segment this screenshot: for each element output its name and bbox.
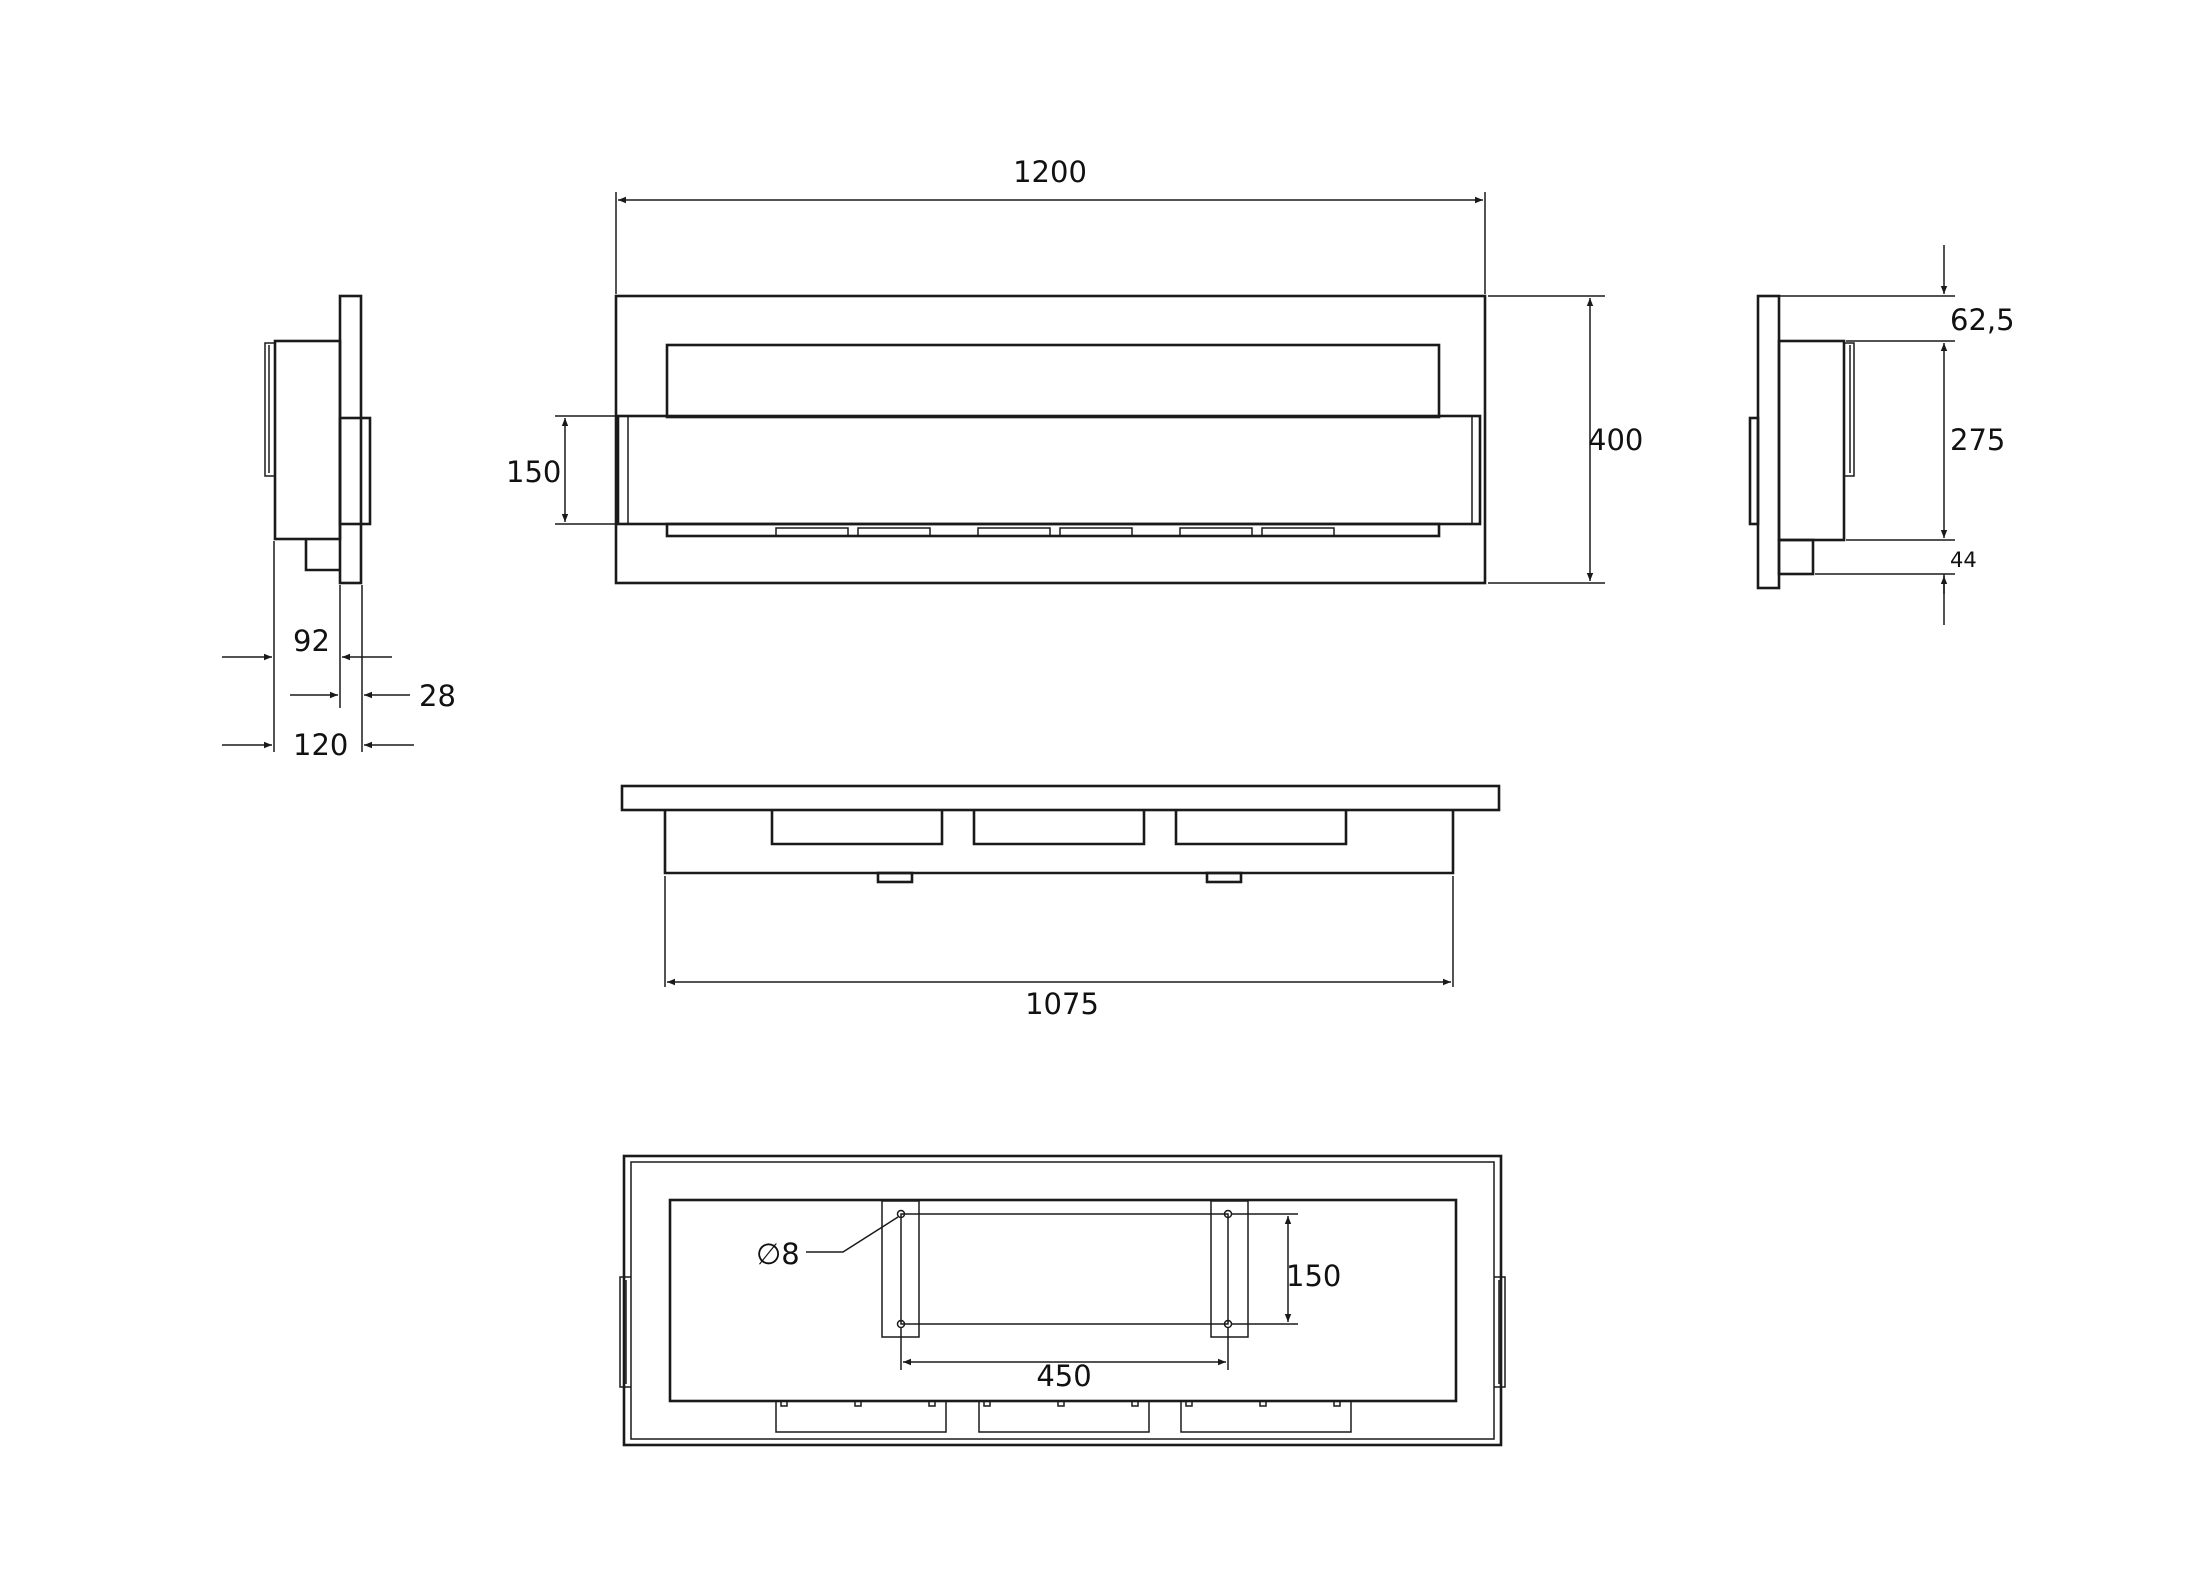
dim-width-total-label: 1200 [1013,155,1087,189]
dim-hole-horizontal-spacing-label: 450 [1036,1359,1091,1393]
front-view: 1200 400 150 [506,155,1643,585]
dim-depth-total-label: 120 [293,728,348,762]
dim-depth: 92 28 120 [222,541,456,762]
dim-insert-width: 1075 [664,876,1454,1021]
dim-depth-body-label: 92 [293,624,330,658]
dim-height-total: 400 [1488,295,1643,584]
dim-opening-height-label: 150 [506,455,561,489]
dim-hole-vertical-spacing: 150 [1232,1213,1341,1325]
burner-slots [775,527,1335,537]
dim-inner-height-label: 275 [1950,423,2005,457]
dim-hole-diameter-label: ∅8 [756,1237,800,1271]
dim-insert-width-label: 1075 [1025,987,1099,1021]
mounting-bracket [881,1200,1249,1338]
dim-hole-horizontal-spacing: 450 [900,1328,1229,1393]
left-side-view: 92 28 120 [222,294,456,762]
dim-hole-diameter: ∅8 [756,1216,899,1271]
dim-bottom-offset-label: 44 [1950,548,1977,572]
dim-top-offset-label: 62,5 [1950,303,2015,337]
rear-view: ∅8 150 450 [619,1154,1506,1447]
right-side-view: 62,5 275 44 [1748,245,2015,625]
dim-depth-frame-label: 28 [419,679,456,713]
dim-opening-height: 150 [506,415,616,525]
dim-hole-vertical-spacing-label: 150 [1286,1259,1341,1293]
dim-width-total: 1200 [615,155,1486,294]
top-view: 1075 [620,784,1501,1021]
dim-vertical-chain: 62,5 275 44 [1780,245,2015,625]
dim-height-total-label: 400 [1588,423,1643,457]
rear-burner-boxes [775,1400,1352,1433]
